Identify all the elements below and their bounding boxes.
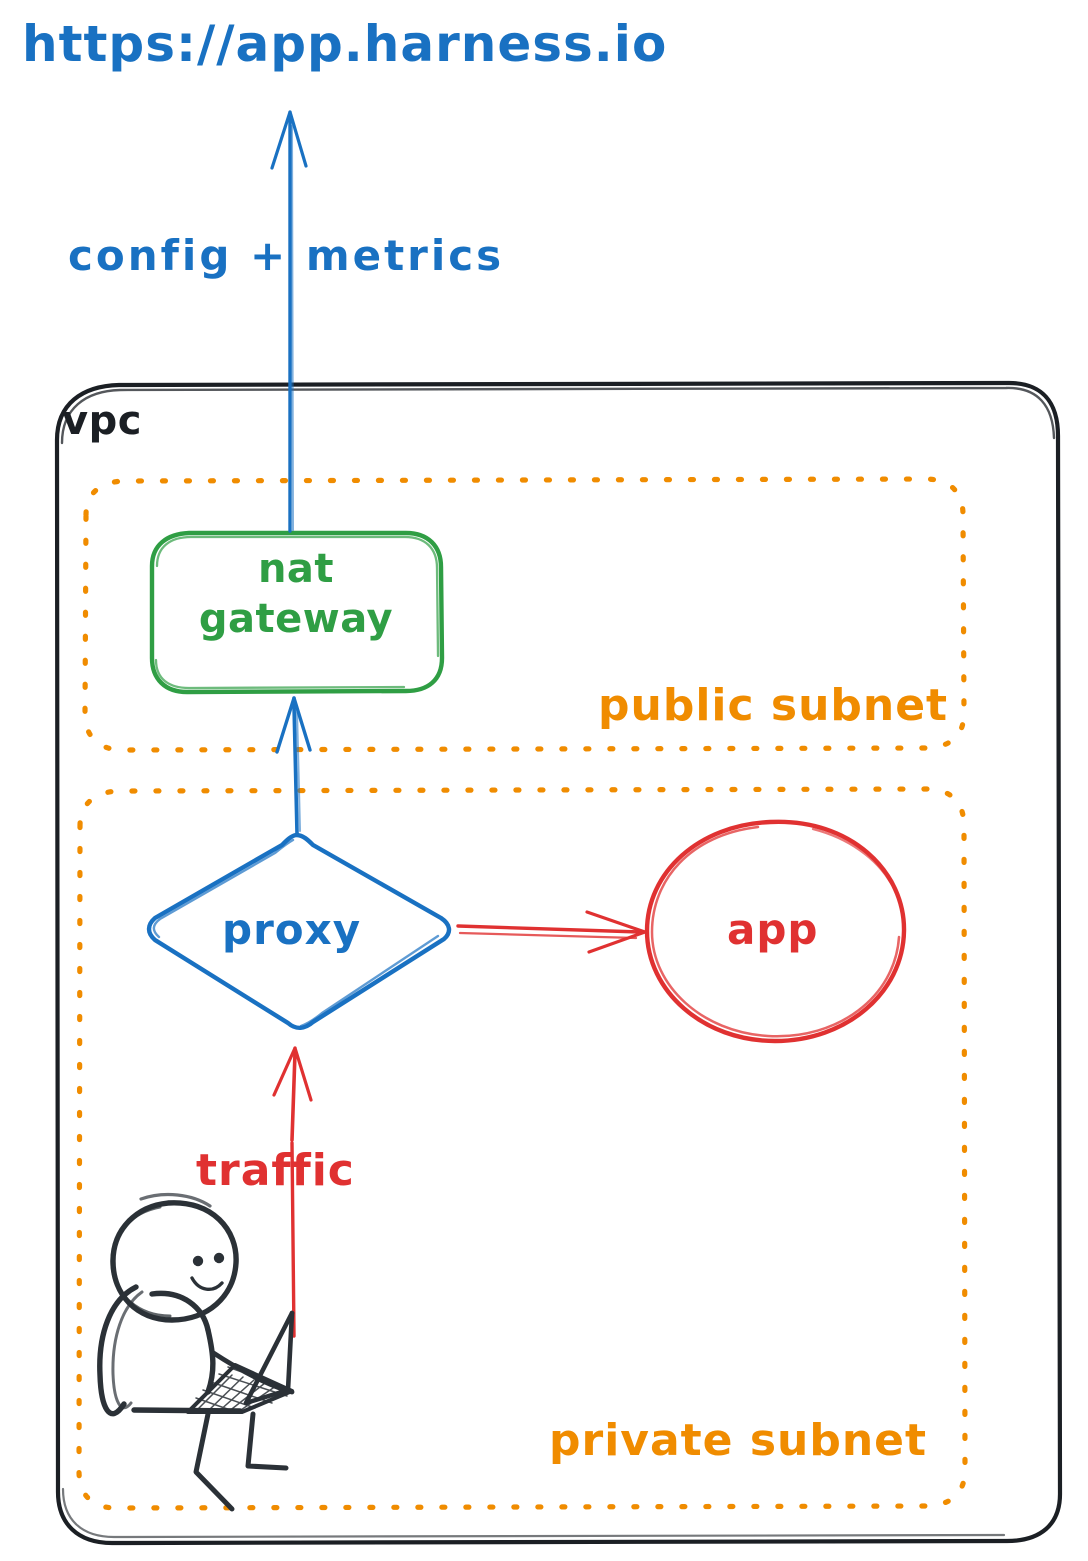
app-shape bbox=[644, 819, 907, 1044]
app-label: app bbox=[727, 905, 819, 954]
nat-gateway-label-line2: gateway bbox=[198, 596, 394, 642]
vpc-label: vpc bbox=[62, 398, 142, 444]
user-stick-figure-icon bbox=[97, 1192, 295, 1512]
private-subnet-boundary bbox=[76, 786, 968, 1511]
proxy-shape bbox=[146, 832, 452, 1030]
config-metrics-edge-label: config + metrics bbox=[68, 231, 505, 280]
nat-gateway-label-line1: nat bbox=[257, 546, 335, 592]
proxy-label: proxy bbox=[222, 905, 362, 954]
edge-nat-to-external-url bbox=[270, 110, 308, 533]
edge-proxy-to-app bbox=[456, 910, 647, 954]
vpc-boundary bbox=[54, 380, 1063, 1546]
public-subnet-label: public subnet bbox=[598, 680, 949, 731]
edge-user-to-proxy bbox=[272, 1046, 313, 1338]
external-url-label: https://app.harness.io bbox=[22, 15, 668, 73]
nat-gateway-shape bbox=[149, 530, 445, 695]
edge-proxy-to-nat-gateway bbox=[275, 696, 312, 835]
private-subnet-label: private subnet bbox=[549, 1415, 928, 1466]
traffic-edge-label: traffic bbox=[196, 1145, 355, 1196]
